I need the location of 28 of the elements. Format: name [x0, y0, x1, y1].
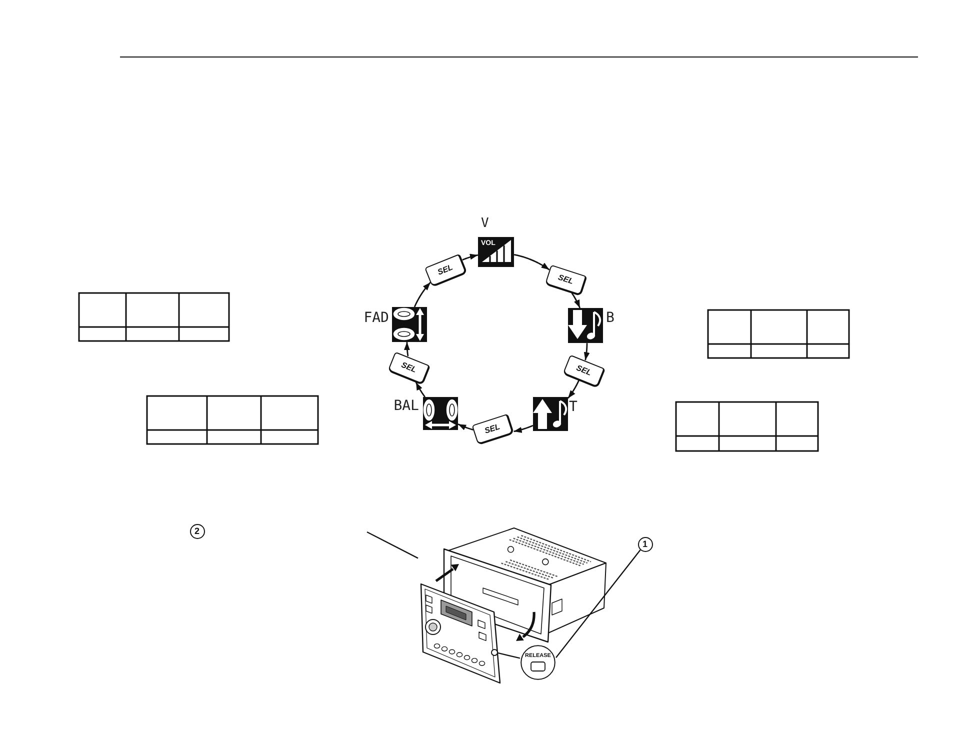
arrow: [571, 292, 581, 308]
arrow: [462, 254, 478, 261]
display-text: BAL: [394, 399, 419, 413]
arrow: [514, 424, 534, 433]
display-text: FAD: [364, 311, 389, 325]
arrow: [584, 342, 590, 360]
key-button: SEL: [544, 264, 588, 296]
down-arrow-note-icon: [568, 308, 603, 343]
key-button: SEL: [562, 354, 606, 388]
arrow: [415, 382, 426, 398]
display-text: V: [481, 217, 489, 230]
arrow: [514, 254, 550, 270]
display-text: B: [606, 311, 614, 325]
leader-line: [556, 550, 641, 658]
arrow: [458, 424, 474, 430]
display-text: T: [569, 400, 578, 414]
callout-number: 2: [190, 524, 204, 538]
up-arrow-note-icon: [533, 397, 568, 431]
arrow: [567, 380, 580, 399]
leader-line: [366, 531, 418, 559]
key-button: SEL: [387, 351, 431, 385]
magnified-button-inset: [520, 645, 556, 680]
arrow: [404, 342, 410, 357]
key-button: SEL: [472, 413, 514, 445]
arrow: [414, 282, 431, 308]
key-button: SEL: [424, 253, 468, 287]
callout-number: 1: [638, 536, 652, 552]
leader-line: [497, 652, 520, 659]
